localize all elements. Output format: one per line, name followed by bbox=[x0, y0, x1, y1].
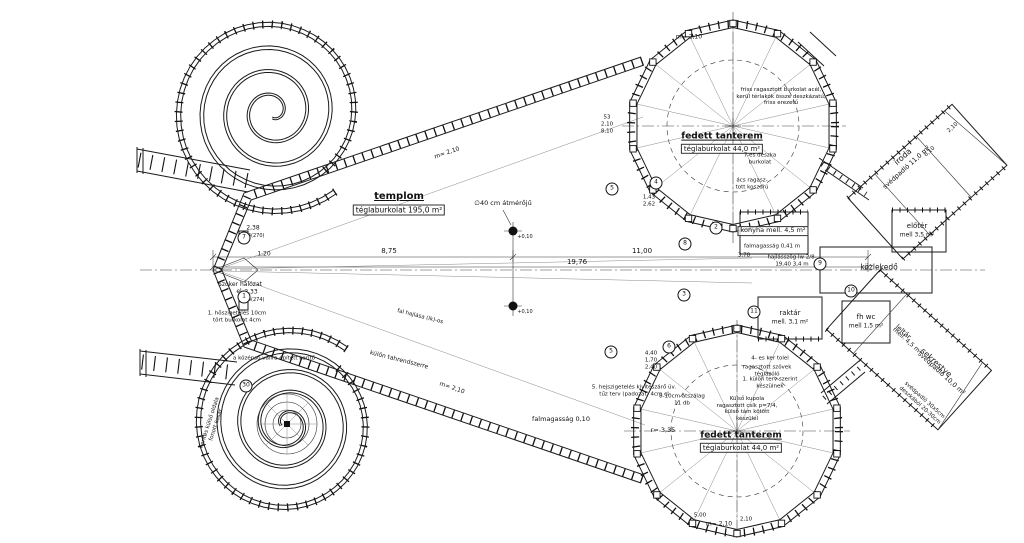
room-wc-title: fh wc bbox=[856, 312, 876, 321]
dim-500: 5,00 bbox=[693, 512, 707, 519]
note-hoszigeteles-left: 1. hőszigetelés 10cm tört burkolat 4cm bbox=[207, 310, 267, 323]
dim-170: 1,70 bbox=[644, 357, 658, 364]
room-templom-finish: téglaburkolat 195,0 m² bbox=[352, 204, 446, 216]
room-tanterem-bottom-title: fedett tanterem bbox=[700, 430, 782, 441]
dim-120: 1,20 bbox=[257, 250, 271, 258]
room-kozlekedo: közlekedő bbox=[860, 262, 898, 272]
note-deszka: 7-es deszka burkolat bbox=[743, 152, 777, 165]
room-raktar-title: raktár bbox=[779, 308, 801, 317]
note-acs: ács ragasz- tott koszorú bbox=[735, 177, 769, 190]
dim-210-wing: 2,10 bbox=[946, 121, 960, 135]
slope-bottom-wall: m= 2,10 bbox=[438, 380, 466, 396]
position-marker: 9 bbox=[813, 257, 827, 271]
dim-440: 4,40 bbox=[644, 350, 658, 357]
spiral-top bbox=[174, 20, 359, 216]
note-tartorendszer: külön tahrendszerre bbox=[369, 349, 429, 371]
room-konyha: konyha mell. 4,5 m² bbox=[737, 226, 809, 236]
dim-1100: 11,00 bbox=[631, 246, 653, 255]
position-marker: 6 bbox=[662, 340, 676, 354]
room-wc-finish: mell 1,5 m² bbox=[848, 322, 884, 330]
position-marker: 5 bbox=[605, 182, 619, 196]
hall-lower-wall bbox=[212, 267, 645, 484]
rotunda-bottom bbox=[631, 324, 843, 538]
position-marker: 8 bbox=[678, 237, 692, 251]
dim-1976: 19,76 bbox=[566, 257, 588, 266]
rotunda-top bbox=[627, 19, 839, 233]
wing-iroda bbox=[846, 102, 1009, 261]
hall-upper-wall bbox=[212, 56, 645, 273]
dim-378: 3,78 bbox=[737, 252, 751, 259]
note-fal-hajlas: fal hajlása (lk)-os bbox=[396, 308, 444, 326]
left-arm-bottom bbox=[139, 349, 238, 386]
note-hejszigeteles: 5. hejszigetelés kiviteszárő üv. tűz ter… bbox=[591, 384, 677, 397]
porch-top bbox=[797, 31, 837, 67]
dim-r335: r= 3,35 bbox=[650, 426, 676, 435]
spiral-bottom bbox=[194, 326, 370, 512]
position-marker: 2 bbox=[709, 221, 723, 235]
slope-top-circle: m= 2,10 bbox=[675, 33, 703, 41]
note-ker-tolel: 4- es ker tolel bbox=[751, 355, 789, 362]
position-marker: 4 bbox=[649, 176, 663, 190]
room-tanterem-top-title: fedett tanterem bbox=[681, 131, 763, 142]
position-marker: 10 bbox=[844, 284, 858, 298]
position-marker: 30 bbox=[239, 379, 253, 393]
note-kerites: Kerítés külső oldala fonott kosár bbox=[198, 396, 224, 450]
note-ragasztott-szovek: ragasztott szövek téglázóló bbox=[742, 364, 792, 377]
position-marker: 7 bbox=[237, 231, 251, 245]
note-hajlasszog: hajlásszög lw 2/8-19,40 3,4 m bbox=[767, 254, 817, 267]
room-tanterem-bottom-finish: téglaburkolat 44,0 m² bbox=[699, 442, 783, 454]
dim-233: 2,33 bbox=[244, 288, 258, 296]
position-marker: 11 bbox=[747, 305, 761, 319]
note-falmagassag-bottom: falmagasság 0,10 bbox=[532, 415, 590, 424]
note-atszalag: 8-10cm átszálag 11 db bbox=[659, 393, 705, 406]
note-kulon-terv: 1. külön terv szerint készülnek bbox=[742, 376, 798, 389]
dim-210-a: 2,10 bbox=[600, 121, 614, 128]
slope-top-wall: m= 2,10 bbox=[433, 145, 461, 161]
position-marker: 3 bbox=[677, 288, 691, 302]
slope-bottom-circle: m= 2,10 bbox=[705, 520, 733, 528]
dim-810-a: 8,10 bbox=[600, 128, 614, 135]
room-sekrestye-finish: svédpadló 10,0 m² bbox=[916, 349, 967, 397]
note-burkolat-top: friss ragasztott burkolat acél, kerül té… bbox=[736, 87, 826, 107]
wing-sekrestye bbox=[824, 268, 994, 432]
note-kulso-kupola: Külső kupola ragasztott csík p=7/4, küls… bbox=[716, 395, 778, 422]
dim-53: 53 bbox=[603, 114, 611, 121]
room-raktar-finish: mell. 3,1 m² bbox=[771, 318, 809, 326]
note-atmero: ∅40 cm átmérőjű bbox=[474, 199, 532, 208]
note-falmagassag-konyha: falmagasság 0,41 m bbox=[743, 243, 801, 250]
fan-lines bbox=[221, 116, 753, 426]
dim-262: 2,62 bbox=[642, 201, 656, 208]
columns bbox=[502, 209, 522, 316]
col-mark-bottom: +0,10 bbox=[517, 309, 533, 315]
position-marker: 1 bbox=[237, 290, 251, 304]
dim-238: 2,38 bbox=[246, 224, 260, 232]
room-eloter-finish: mell 3,5 m² bbox=[899, 231, 935, 239]
left-arm-top bbox=[136, 147, 251, 193]
room-eloter-title: előtér bbox=[906, 221, 928, 230]
col-mark-top: +0,10 bbox=[517, 234, 533, 240]
dim-210-b: 2,10 bbox=[739, 516, 753, 523]
dim-240: 2,40 bbox=[644, 364, 658, 371]
position-marker: 5 bbox=[604, 345, 618, 359]
dim-875: 8,75 bbox=[381, 246, 397, 255]
room-templom-title: templom bbox=[374, 191, 424, 202]
note-kozepso: a középső vállra épített kerítő bbox=[233, 355, 315, 362]
dim-143: 1,43 bbox=[642, 194, 656, 201]
dim-694-274: 694(274) bbox=[241, 297, 265, 303]
dim-694-270: 694(270) bbox=[241, 233, 265, 239]
room-tanterem-top-finish: téglaburkolat 44,0 m² bbox=[680, 143, 764, 155]
